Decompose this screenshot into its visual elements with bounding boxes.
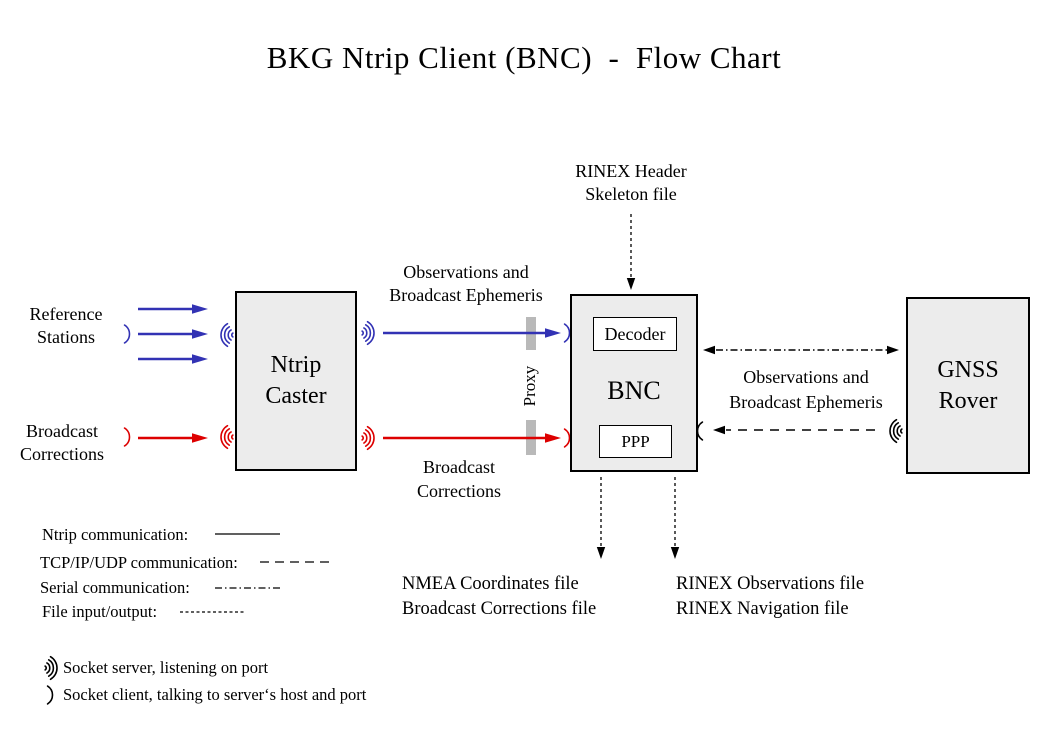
gnss-rover-label-line1: GNSS: [937, 356, 999, 383]
observations-to-bnc-label: Observations and Broadcast Ephemeris: [389, 262, 543, 305]
ntrip-caster-node: Ntrip Caster: [235, 291, 357, 471]
proxy-label: Proxy: [520, 365, 539, 407]
socket-server-icon: [361, 320, 375, 346]
broadcast-corrections-input-label: Broadcast Corrections: [20, 421, 104, 464]
skeleton-file-arrowhead: [626, 278, 636, 290]
socket-server-icon: [889, 418, 903, 444]
ppp-subnode: PPP: [599, 425, 672, 458]
socket-server-icon: [220, 322, 234, 348]
caster-to-bnc-corr-arrowhead: [545, 433, 561, 443]
corrections-input-arrowhead: [192, 433, 208, 443]
socket-client-icon: [696, 421, 704, 441]
socket-server-icon: [44, 655, 58, 681]
decoder-subnode: Decoder: [593, 317, 677, 351]
legend-ntrip-label: Ntrip communication:: [42, 525, 189, 544]
rinex-header-skeleton-label: RINEX Header Skeleton file: [575, 161, 687, 204]
rinex-output-arrowhead: [670, 547, 680, 559]
gnss-rover-node: GNSS Rover: [906, 297, 1030, 474]
ntrip-caster-label-line2: Caster: [265, 383, 327, 409]
socket-server-legend-label: Socket server, listening on port: [63, 658, 269, 677]
nmea-outputs-label: NMEA Coordinates file Broadcast Correcti…: [402, 574, 597, 619]
socket-client-icon: [563, 323, 571, 343]
reference-stations-label: Reference Stations: [29, 304, 103, 347]
socket-server-icon: [361, 425, 375, 451]
socket-client-icon: [563, 428, 571, 448]
ntrip-caster-label-line1: Ntrip: [270, 352, 322, 378]
rinex-outputs-label: RINEX Observations file RINEX Navigation…: [676, 574, 865, 619]
legend-serial-label: Serial communication:: [40, 578, 190, 597]
ref-station-arrowhead-3: [192, 354, 208, 364]
rover-to-bnc-arrowhead: [713, 425, 725, 435]
proxy-bar-top: [526, 317, 536, 350]
legend-file-label: File input/output:: [42, 602, 158, 621]
bnc-node: Decoder BNC PPP: [570, 294, 698, 472]
proxy-bar-bottom: [526, 420, 536, 455]
ref-station-arrowhead-2: [192, 329, 208, 339]
socket-client-icon: [123, 427, 131, 447]
caster-to-bnc-obs-arrowhead: [545, 328, 561, 338]
gnss-rover-label-line2: Rover: [938, 387, 998, 414]
socket-server-icon: [220, 424, 234, 450]
page-title: BKG Ntrip Client (BNC) - Flow Chart: [266, 40, 782, 75]
observations-to-rover-label: Observations and Broadcast Ephemeris: [729, 367, 883, 412]
legend-tcp-label: TCP/IP/UDP communication:: [40, 553, 238, 572]
nmea-output-arrowhead: [596, 547, 606, 559]
broadcast-corrections-stream-label: Broadcast Corrections: [417, 457, 501, 501]
socket-client-legend-label: Socket client, talking to server‘s host …: [63, 685, 367, 704]
serial-link-arrowhead-right: [887, 345, 899, 355]
ppp-label: PPP: [621, 432, 650, 451]
serial-link-arrowhead-left: [703, 345, 715, 355]
socket-client-icon: [46, 685, 54, 705]
ref-station-arrowhead-1: [192, 304, 208, 314]
bnc-label: BNC: [607, 376, 661, 405]
decoder-label: Decoder: [604, 323, 666, 344]
